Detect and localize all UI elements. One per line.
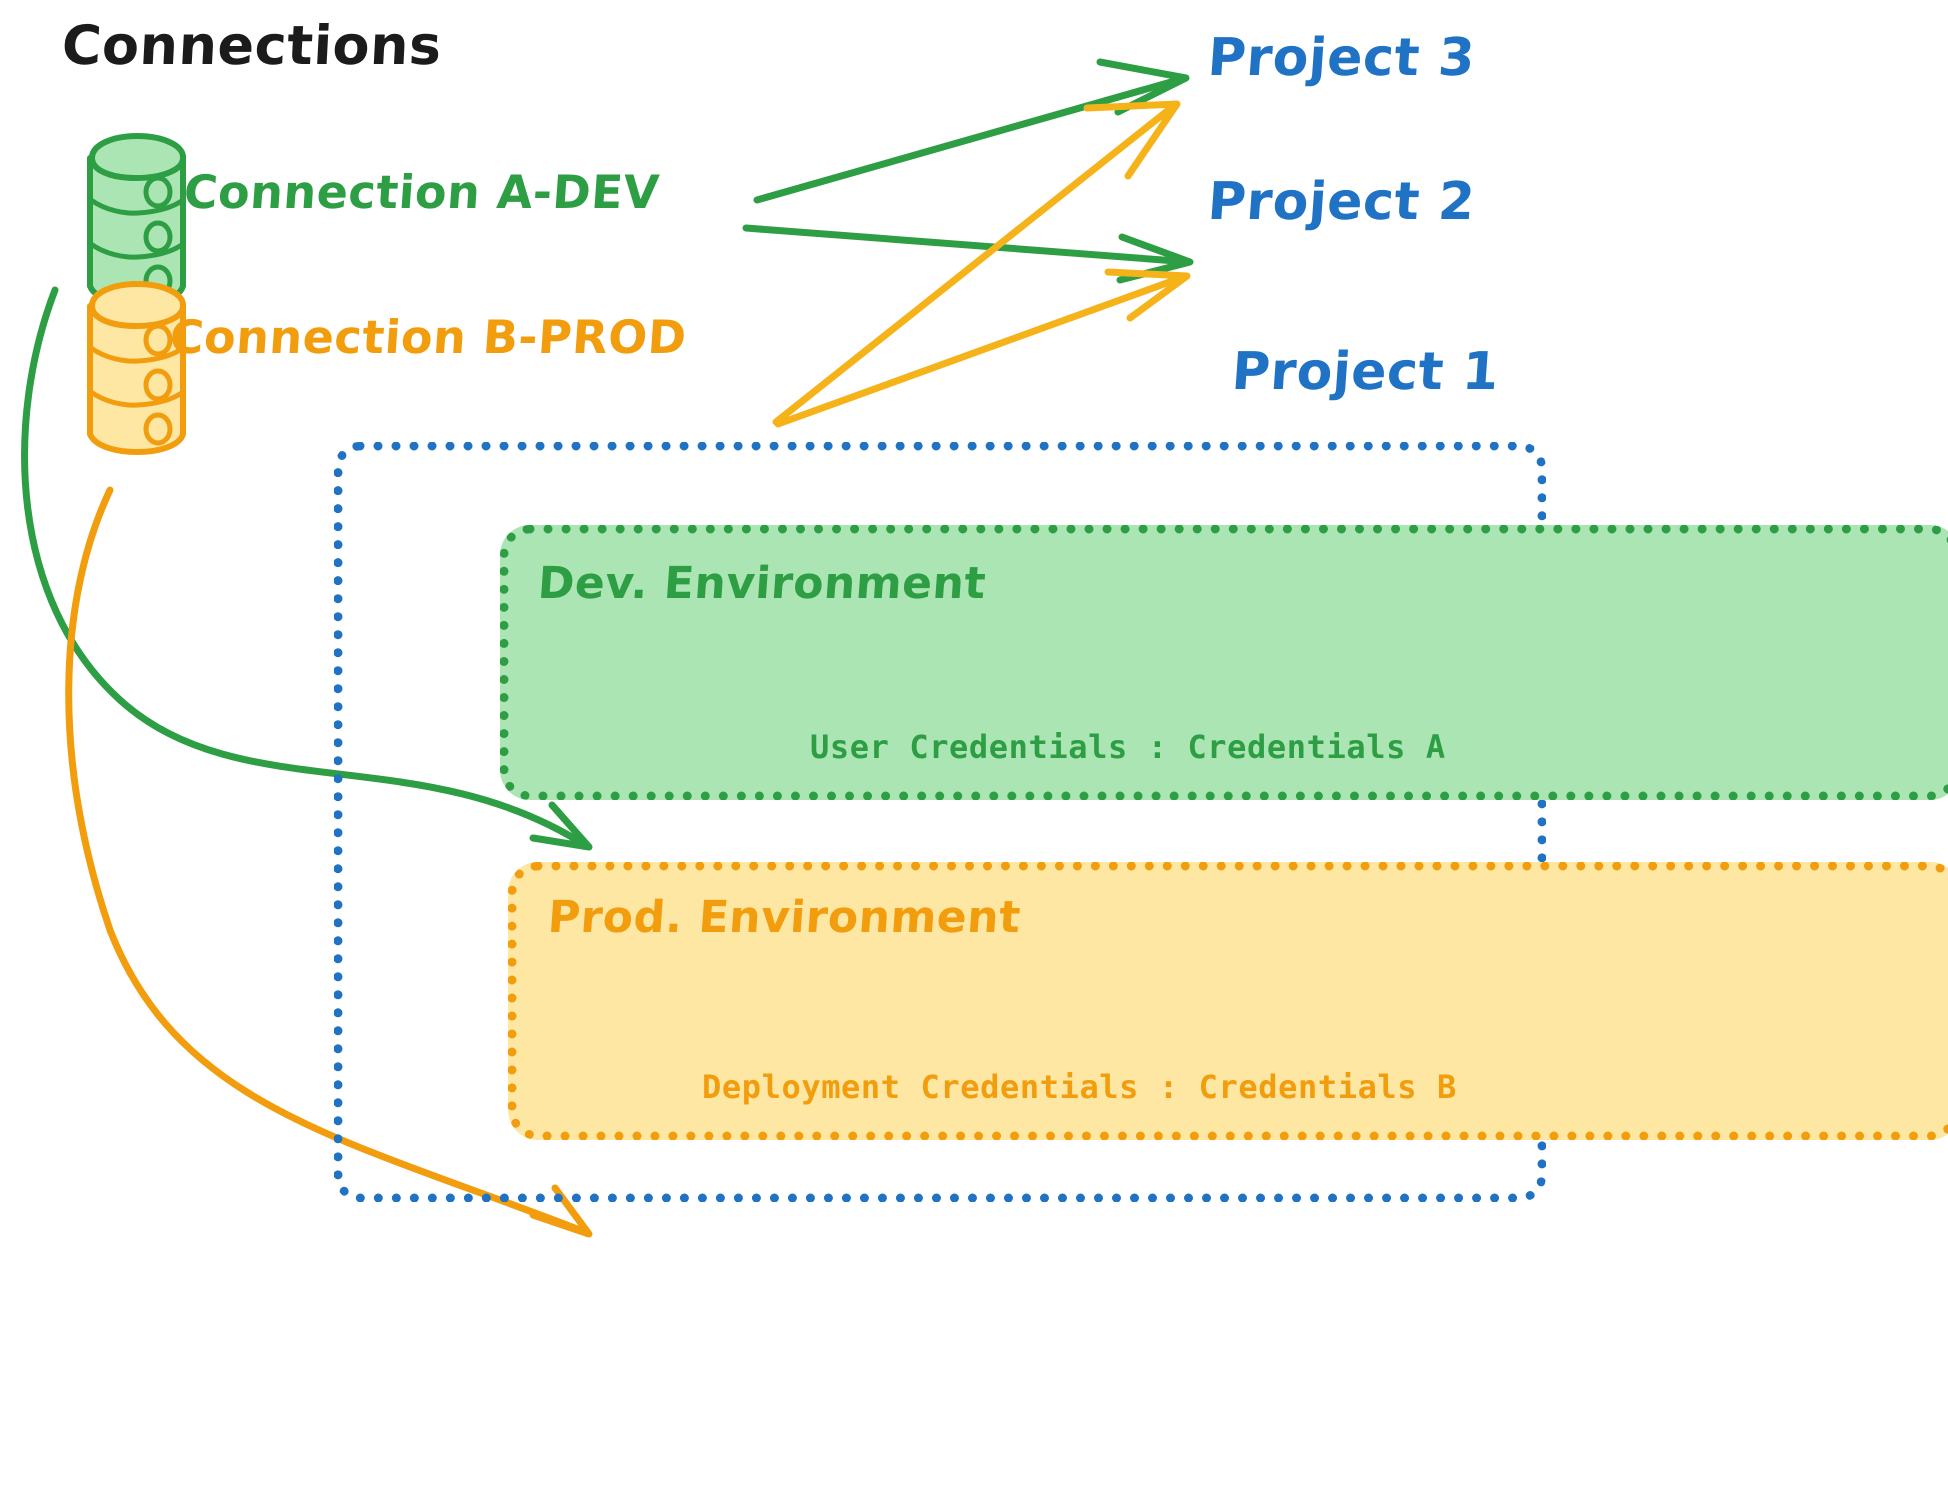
arrow-conn-a-to-project-3 xyxy=(753,58,1190,204)
connection-a-dev-label[interactable]: Connection A-DEV xyxy=(182,165,662,219)
database-cylinder-icon-orange[interactable] xyxy=(87,280,186,456)
database-cylinder-icon-green[interactable] xyxy=(87,132,186,308)
arrow-conn-b-to-project-2 xyxy=(774,268,1191,428)
project-1-container xyxy=(334,442,1546,1202)
project-3-label[interactable]: Project 3 xyxy=(1205,28,1478,88)
prod-environment-box[interactable] xyxy=(508,862,1948,1140)
dev-environment-title: Dev. Environment xyxy=(536,558,988,609)
connection-b-prod-label[interactable]: Connection B-PROD xyxy=(168,310,689,364)
arrow-conn-b-to-project-3 xyxy=(772,100,1181,426)
project-1-label[interactable]: Project 1 xyxy=(1229,342,1502,402)
arrow-conn-a-to-dev-environment xyxy=(21,286,593,851)
prod-environment-credentials: Deployment Credentials : Credentials B xyxy=(702,1068,1457,1106)
dev-environment-credentials: User Credentials : Credentials A xyxy=(810,728,1446,766)
page-title: Connections xyxy=(60,14,444,77)
prod-environment-title: Prod. Environment xyxy=(546,892,1023,943)
project-2-label[interactable]: Project 2 xyxy=(1205,172,1478,232)
dev-environment-box[interactable] xyxy=(500,525,1948,800)
arrow-conn-b-to-prod-environment xyxy=(65,486,593,1238)
